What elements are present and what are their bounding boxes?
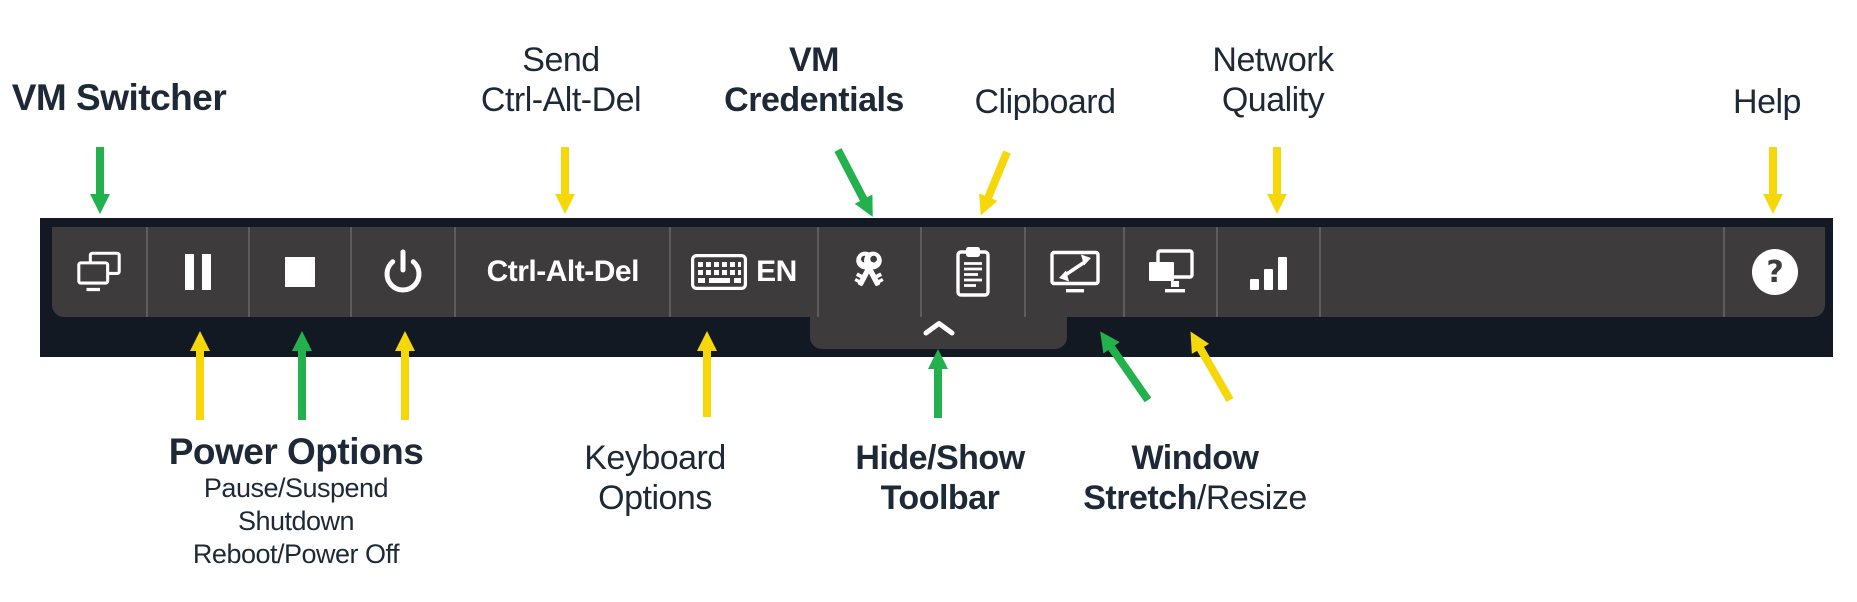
signal-bars-icon bbox=[1249, 257, 1287, 290]
vm-switcher-button[interactable] bbox=[52, 227, 148, 317]
label-network-quality: Network Quality bbox=[1212, 41, 1334, 119]
power-button[interactable] bbox=[352, 227, 457, 317]
stretch-icon bbox=[1049, 250, 1100, 292]
label-send-ctrl-alt-del: Send Ctrl-Alt-Del bbox=[480, 41, 642, 119]
label-window-stretch-resize: Window Stretch/Resize bbox=[1083, 439, 1307, 517]
stop-button[interactable] bbox=[250, 227, 352, 317]
keyboard-icon bbox=[691, 254, 748, 290]
help-icon: ? bbox=[1752, 249, 1799, 295]
label-clipboard: Clipboard bbox=[974, 83, 1116, 121]
network-quality-button[interactable] bbox=[1218, 227, 1322, 317]
pause-icon bbox=[184, 254, 211, 290]
vm-switcher-icon bbox=[77, 251, 121, 291]
vm-credentials-button[interactable] bbox=[819, 227, 922, 317]
toolbar-spacer bbox=[1321, 227, 1726, 317]
label-vm-switcher: VM Switcher bbox=[11, 77, 227, 118]
label-keyboard-options: Keyboard Options bbox=[584, 439, 726, 517]
power-icon bbox=[384, 249, 422, 293]
clipboard-icon bbox=[955, 247, 990, 297]
arrow-vm-credentials bbox=[834, 148, 873, 217]
chevron-up-icon bbox=[923, 321, 954, 336]
window-resize-button[interactable] bbox=[1125, 227, 1219, 317]
help-button[interactable]: ? bbox=[1725, 227, 1825, 317]
toolbar-frame: Ctrl-Alt-Del EN bbox=[40, 218, 1833, 357]
window-stretch-button[interactable] bbox=[1026, 227, 1126, 317]
label-help: Help bbox=[1733, 83, 1801, 121]
label-hide-show-toolbar: Hide/Show Toolbar bbox=[855, 439, 1025, 517]
ctrl-alt-del-button[interactable]: Ctrl-Alt-Del bbox=[456, 227, 672, 317]
toolbar: Ctrl-Alt-Del EN bbox=[52, 227, 1825, 317]
keys-icon bbox=[854, 251, 884, 287]
label-vm-credentials: VM Credentials bbox=[724, 41, 904, 119]
label-power-options: Power Options Pause/Suspend Shutdown Reb… bbox=[168, 431, 424, 570]
hide-show-toolbar-tab[interactable] bbox=[810, 317, 1067, 349]
clipboard-button[interactable] bbox=[922, 227, 1026, 317]
stop-icon bbox=[284, 257, 315, 287]
pause-button[interactable] bbox=[148, 227, 250, 317]
keyboard-options-button[interactable]: EN bbox=[671, 227, 819, 317]
arrow-clipboard bbox=[979, 150, 1011, 216]
window-resize-icon bbox=[1148, 249, 1194, 293]
